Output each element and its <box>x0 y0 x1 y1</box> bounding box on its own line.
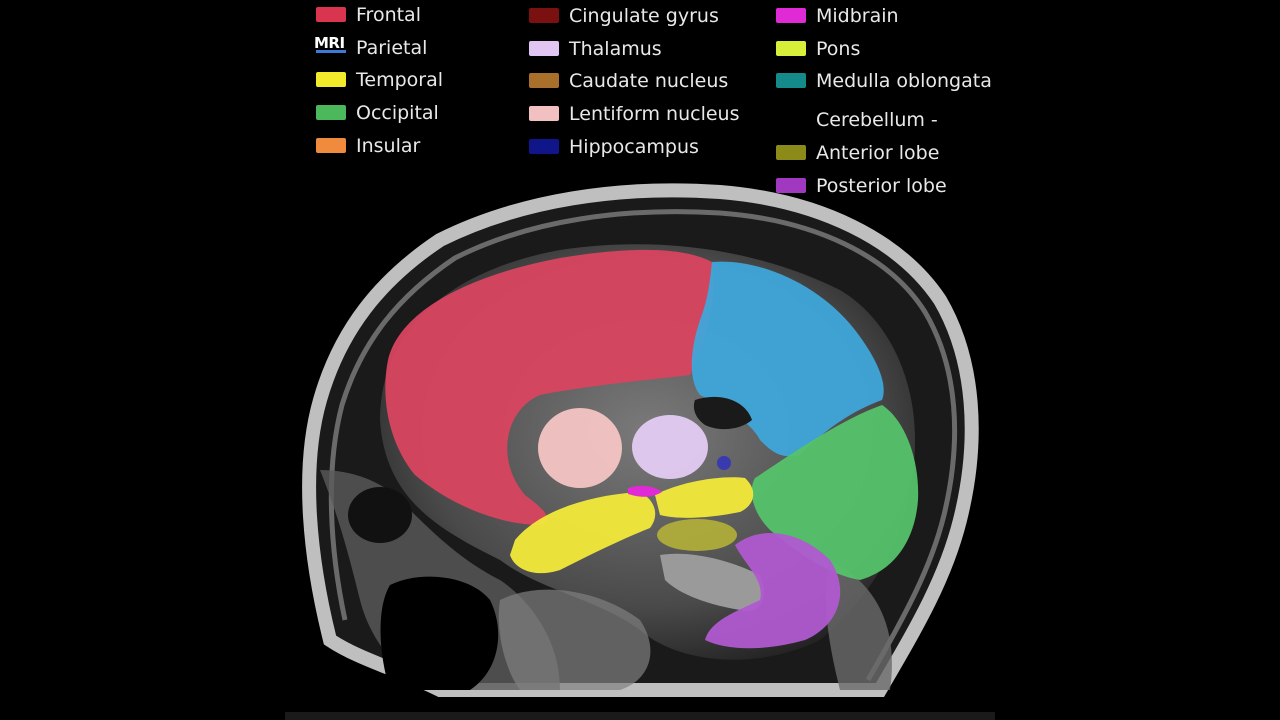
temporal-swatch <box>316 72 346 87</box>
lentiform-swatch <box>529 106 559 121</box>
legend-label: Thalamus <box>569 38 662 60</box>
temporal-lobe-region <box>510 492 656 574</box>
hippocampus-region <box>717 456 731 470</box>
pons-swatch <box>776 41 806 56</box>
legend-label: Cingulate gyrus <box>569 5 719 27</box>
legend-label: Lentiform nucleus <box>569 103 740 125</box>
legend-label: Parietal <box>356 37 428 59</box>
legend-label: Hippocampus <box>569 136 699 158</box>
orbit <box>348 487 412 543</box>
cerebellum-posterior-region <box>705 533 841 649</box>
legend-label: Midbrain <box>816 5 899 27</box>
mri-logo: MRI <box>314 33 348 53</box>
bottom-bar <box>285 712 995 720</box>
medulla-swatch <box>776 73 806 88</box>
lateral-ventricle <box>693 396 752 430</box>
midbrain-swatch <box>776 8 806 23</box>
insular-swatch <box>316 138 346 153</box>
legend-label: Medulla oblongata <box>816 70 992 92</box>
occipital-swatch <box>316 105 346 120</box>
posterior-lobe-swatch <box>776 178 806 193</box>
mri-logo-underline <box>316 50 346 53</box>
legend-label: Frontal <box>356 4 421 26</box>
temporal-lobe-posterior <box>655 477 754 518</box>
brainstem-region <box>660 553 764 611</box>
hippocampus-swatch <box>529 139 559 154</box>
cingulate-swatch <box>529 8 559 23</box>
cerebellum-anterior-region <box>657 519 737 551</box>
cerebellum-heading: Cerebellum - <box>816 109 938 131</box>
legend-label: Insular <box>356 135 421 157</box>
caudate-swatch <box>529 73 559 88</box>
legend-label: Occipital <box>356 102 439 124</box>
sinus-cavity <box>380 576 499 690</box>
legend-label: Pons <box>816 38 861 60</box>
legend-label: Posterior lobe <box>816 175 947 197</box>
thalamus-swatch <box>529 41 559 56</box>
legend-label: Caudate nucleus <box>569 70 729 92</box>
legend-label: Anterior lobe <box>816 142 940 164</box>
frontal-lobe-region <box>385 249 714 525</box>
legend-label: Temporal <box>356 69 443 91</box>
mri-logo-text: MRI <box>314 34 345 52</box>
lentiform-nucleus-region <box>538 408 622 488</box>
frontal-swatch <box>316 7 346 22</box>
occipital-lobe-region <box>751 405 919 580</box>
thalamus-region <box>632 415 708 479</box>
anterior-lobe-swatch <box>776 145 806 160</box>
midbrain-region <box>628 485 662 497</box>
